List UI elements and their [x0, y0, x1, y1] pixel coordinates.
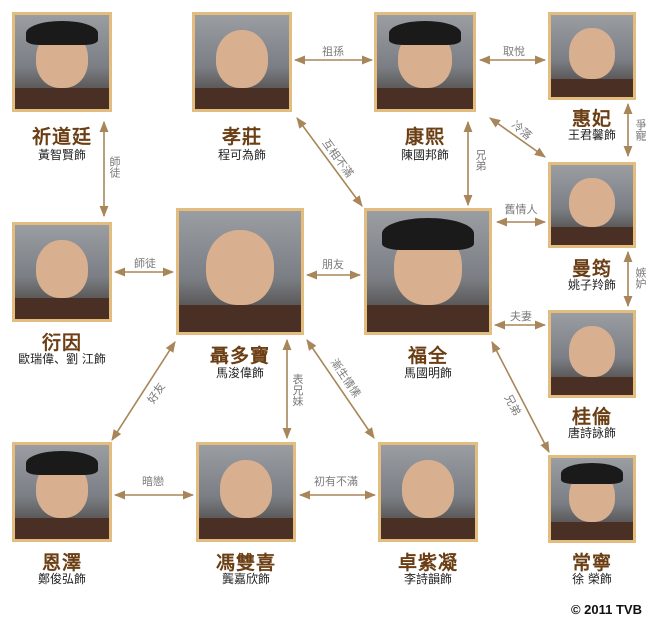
- character-photo: [196, 442, 296, 542]
- character-photo: [192, 12, 292, 112]
- relation-label: 舊情人: [504, 203, 538, 216]
- character-name: 曼筠: [571, 258, 613, 280]
- actor-name: 徐 榮飾: [572, 572, 612, 586]
- character-name: 桂倫: [571, 406, 613, 428]
- character-photo: [548, 162, 636, 248]
- actor-name: 陳國邦飾: [400, 148, 450, 162]
- character-name: 祈道廷: [31, 126, 93, 148]
- relation-arrow: [111, 341, 176, 441]
- actor-name: 王君馨飾: [567, 128, 617, 142]
- character-name: 馮雙喜: [215, 552, 277, 574]
- relation-label: 嫉妒: [634, 267, 647, 289]
- relation-arrow: [306, 339, 375, 439]
- relation-label: 夫妻: [510, 310, 532, 323]
- character-photo: [374, 12, 476, 112]
- actor-name: 黃智賢飾: [37, 148, 87, 162]
- actor-name: 李詩韻飾: [403, 572, 453, 586]
- relation-label: 師徒: [134, 257, 156, 270]
- relation-arrow: [491, 341, 550, 453]
- character-photo: [12, 222, 112, 322]
- actor-name: 馬浚偉飾: [215, 366, 265, 380]
- actor-name: 歐瑞偉、劉 江飾: [18, 352, 106, 366]
- character-name: 福全: [407, 345, 449, 367]
- character-name: 康熙: [404, 126, 446, 148]
- character-photo: [176, 208, 304, 335]
- actor-name: 程可為飾: [217, 148, 267, 162]
- relation-label: 師徒: [108, 156, 121, 178]
- relation-label: 朋友: [322, 258, 344, 271]
- character-name: 恩澤: [41, 552, 83, 574]
- character-name: 卓紫凝: [397, 552, 459, 574]
- actor-name: 鄭俊弘飾: [37, 572, 87, 586]
- character-name: 聶多寶: [209, 345, 271, 367]
- relation-label: 暗戀: [142, 475, 164, 488]
- relation-arrow: [296, 117, 363, 207]
- relation-arrow: [489, 117, 546, 158]
- actor-name: 唐詩詠飾: [567, 426, 617, 440]
- copyright: © 2011 TVB: [570, 602, 642, 617]
- character-name: 孝莊: [221, 126, 263, 148]
- character-name: 惠妃: [571, 108, 613, 130]
- character-photo: [12, 12, 112, 112]
- character-photo: [548, 310, 636, 398]
- character-name: 衍因: [41, 332, 83, 354]
- actor-name: 龔嘉欣飾: [221, 572, 271, 586]
- character-photo: [548, 12, 636, 100]
- character-photo: [378, 442, 478, 542]
- relation-label: 祖孫: [322, 45, 344, 58]
- character-photo: [12, 442, 112, 542]
- relation-label: 爭寵: [634, 119, 647, 141]
- character-photo: [548, 455, 636, 543]
- relation-label: 初有不滿: [314, 475, 358, 488]
- character-photo: [364, 208, 492, 335]
- actor-name: 馬國明飾: [403, 366, 453, 380]
- relation-label: 兄弟: [474, 149, 487, 171]
- relation-label: 取悅: [503, 45, 525, 58]
- character-name: 常寧: [571, 552, 613, 574]
- actor-name: 姚子羚飾: [567, 278, 617, 292]
- relation-label: 表兄妹: [291, 373, 304, 407]
